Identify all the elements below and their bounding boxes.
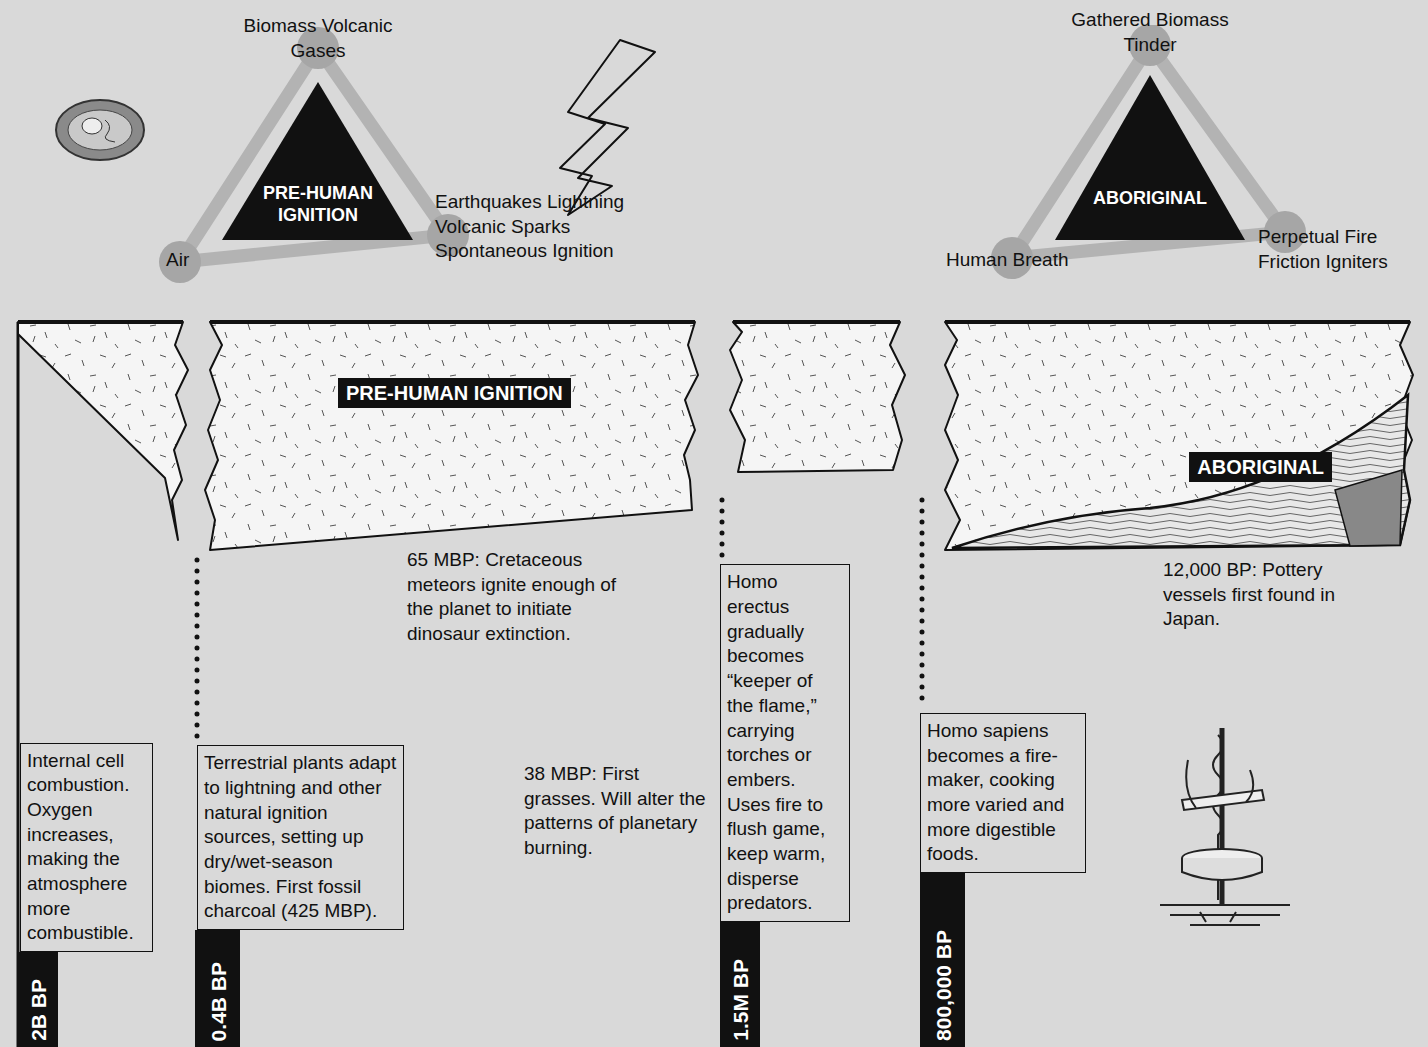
band-top: [945, 320, 1410, 324]
event-text: Terrestrial plants adapt to lightning an…: [204, 751, 397, 924]
triangle-frame: [180, 48, 448, 262]
event-text: Homo sapiens becomes a fire-maker, cooki…: [927, 719, 1079, 867]
event-text: Homo erectus gradually becomes “keeper o…: [727, 570, 843, 916]
band-top-lines: [18, 320, 1410, 324]
cell-body: [56, 100, 144, 160]
triangle-title: ABORIGINAL: [1070, 188, 1230, 210]
drill-sparks: [1200, 912, 1236, 922]
dotted-leader: [720, 500, 725, 558]
triangle-core: [1055, 75, 1245, 240]
date-bar: 800,000 BP: [920, 873, 965, 1047]
era-text: ABORIGINAL: [1197, 455, 1324, 479]
event-text: Internal cell combustion. Oxygen increas…: [27, 749, 146, 947]
drill-hands: [1186, 760, 1253, 808]
band-segment: [18, 322, 188, 540]
triangle-title: PRE-HUMAN IGNITION: [248, 183, 388, 226]
triangle-corner-label: Gathered Biomass Tinder: [1060, 8, 1240, 57]
timeline-note: 65 MBP: Cretaceous meteors ignite enough…: [407, 548, 622, 647]
date-text: 2B BP: [28, 979, 49, 1041]
cell-nucleus: [82, 118, 102, 134]
dotted-leader: [195, 560, 200, 739]
fire-triangle: PRE-HUMAN IGNITION: [150, 25, 480, 285]
date-text: 0.4B BP: [207, 962, 228, 1041]
band-segment: [945, 322, 1413, 550]
triangle-core: [222, 82, 413, 240]
era-text: PRE-HUMAN IGNITION: [346, 381, 563, 405]
date-bar: 1.5M BP: [720, 922, 760, 1047]
dotted-leader: [920, 500, 925, 707]
band-top: [210, 320, 695, 324]
timeline-note: 38 MBP: First grasses. Will alter the pa…: [524, 762, 714, 861]
band-top: [18, 320, 183, 324]
fire-drill: [1160, 728, 1290, 925]
band-top: [733, 320, 900, 324]
band-segment: [730, 322, 905, 472]
lightning-bolt: [560, 40, 655, 215]
date-text: 1.5M BP: [730, 959, 751, 1041]
drill-flywheel-rim: [1182, 858, 1262, 880]
timeline-band: [18, 322, 1413, 550]
era-label: ABORIGINAL: [1189, 452, 1332, 482]
event-box: Homo erectus gradually becomes “keeper o…: [720, 564, 850, 922]
triangle-corner-label: Earthquakes Lightning Volcanic Sparks Sp…: [435, 190, 650, 264]
cell-icon: [56, 100, 144, 160]
date-bar: 2B BP: [18, 952, 58, 1047]
triangle-corner-label: Air: [166, 248, 206, 273]
triangle-corner-label: Perpetual Fire Friction Igniters: [1258, 225, 1423, 274]
event-box: Homo sapiens becomes a fire-maker, cooki…: [920, 713, 1086, 873]
event-box: Internal cell combustion. Oxygen increas…: [20, 743, 153, 953]
triangle-outline: [150, 25, 480, 285]
date-text: 800,000 BP: [932, 930, 953, 1041]
cell-inner: [68, 110, 132, 150]
era-label: PRE-HUMAN IGNITION: [338, 378, 571, 408]
drill-base: [1160, 905, 1290, 925]
cell-detail: [105, 120, 115, 142]
wedge-tip: [1335, 470, 1402, 546]
event-box: Terrestrial plants adapt to lightning an…: [197, 745, 404, 930]
date-bar: 0.4B BP: [195, 930, 240, 1047]
triangle-corner-label: Biomass Volcanic Gases: [233, 14, 403, 63]
timeline-note: 12,000 BP: Pottery vessels first found i…: [1163, 558, 1343, 632]
aboriginal-wedge: [952, 395, 1410, 548]
band-segment: [205, 322, 698, 550]
triangle-frame: [1012, 45, 1285, 258]
triangle-corner-label: Human Breath: [946, 248, 1086, 273]
